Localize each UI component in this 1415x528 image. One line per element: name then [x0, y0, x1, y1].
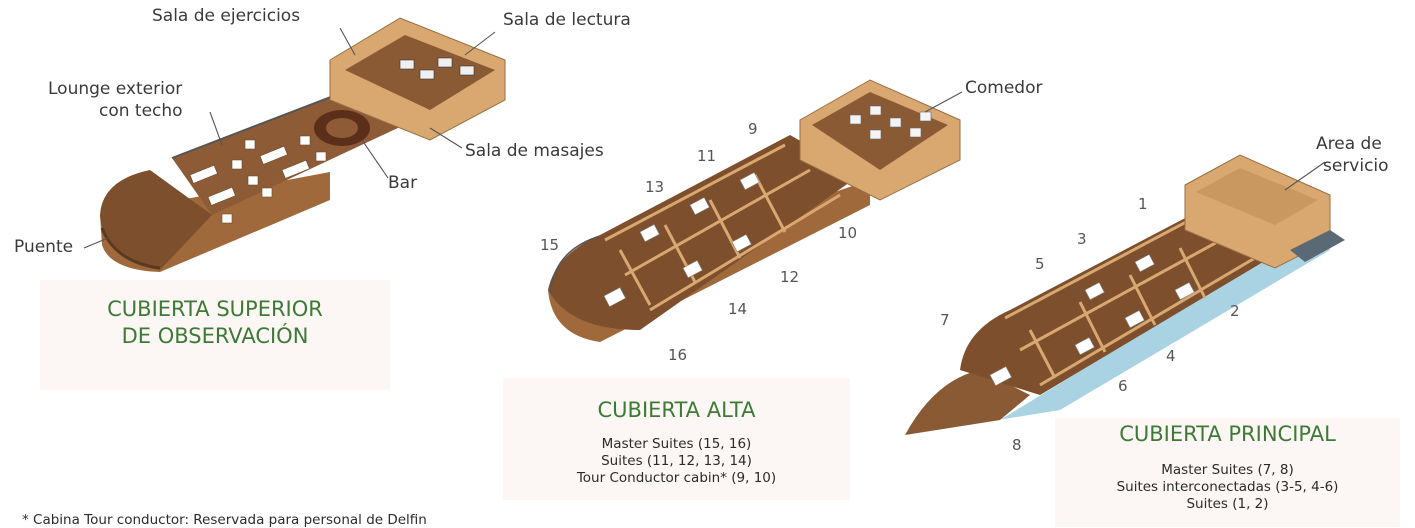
superior-deck-ship	[100, 17, 506, 272]
leader-lounge	[209, 111, 223, 146]
cabin-5: 5	[1035, 255, 1045, 273]
cabin-4: 4	[1166, 347, 1176, 365]
leader-comedor	[924, 91, 963, 113]
alta-deck-floor	[548, 135, 860, 330]
alta-title: CUBIERTA ALTA	[597, 398, 756, 422]
label-area-servicio-line2: servicio	[1323, 156, 1389, 176]
principal-deck-ship	[905, 154, 1345, 435]
cabin-12: 12	[780, 268, 800, 286]
alta-line-tour: Tour Conductor cabin* (9, 10)	[576, 470, 777, 486]
label-comedor: Comedor	[965, 78, 1043, 98]
principal-line-interconectadas: Suites interconectadas (3-5, 4-6)	[1116, 479, 1339, 495]
superior-bow-rail	[100, 227, 161, 270]
alta-beds	[603, 172, 760, 308]
cabin-10: 10	[838, 224, 858, 242]
principal-bow-floor	[905, 370, 1030, 435]
principal-stern-platform	[1290, 230, 1345, 262]
principal-deck-floor	[960, 205, 1300, 395]
cabin-13: 13	[645, 178, 665, 196]
leader-masajes	[429, 127, 463, 149]
leader-puente	[83, 237, 109, 249]
label-sala-masajes: Sala de masajes	[465, 141, 604, 161]
principal-line-suites: Suites (1, 2)	[1186, 496, 1269, 512]
cabin-6: 6	[1118, 377, 1128, 395]
cabin-8: 8	[1012, 436, 1022, 454]
principal-title: CUBIERTA PRINCIPAL	[1119, 422, 1336, 446]
principal-line-master: Master Suites (7, 8)	[1161, 462, 1294, 478]
cabin-15: 15	[540, 236, 560, 254]
alta-bow-rail	[549, 235, 601, 293]
panel-principal	[1055, 418, 1400, 527]
superior-lounge-furniture	[189, 135, 327, 224]
label-sala-lectura: Sala de lectura	[503, 10, 631, 30]
label-puente: Puente	[14, 237, 74, 257]
superior-bar-center	[326, 118, 358, 138]
cabin-16: 16	[668, 346, 688, 364]
superior-title-line1: CUBIERTA SUPERIOR	[107, 297, 323, 321]
superior-reading-furniture	[399, 57, 475, 80]
label-lounge-line1: Lounge exterior	[48, 79, 183, 99]
alta-deck-ship	[548, 79, 961, 342]
leader-lectura	[464, 31, 496, 56]
leader-bar	[361, 139, 389, 179]
label-sala-ejercicios: Sala de ejercicios	[152, 6, 301, 26]
cabin-9: 9	[748, 120, 758, 138]
leader-servicio	[1284, 161, 1326, 191]
label-area-servicio-line1: Area de	[1316, 134, 1382, 154]
leader-lines	[83, 27, 1326, 249]
cabin-2: 2	[1230, 302, 1240, 320]
superior-title-line2: DE OBSERVACIÓN	[121, 324, 309, 348]
cabin-7: 7	[940, 311, 950, 329]
label-bar: Bar	[388, 173, 418, 193]
principal-beds	[989, 254, 1195, 387]
label-lounge-line2: con techo	[99, 101, 183, 121]
cabin-3: 3	[1077, 230, 1087, 248]
cabin-14: 14	[728, 300, 748, 318]
principal-cabin-walls	[1004, 210, 1261, 387]
leader-ejercicios	[339, 27, 356, 56]
panel-superior	[40, 280, 390, 390]
superior-bow	[100, 170, 212, 270]
principal-service-floor	[1196, 168, 1318, 225]
panel-alta	[503, 378, 850, 500]
alta-dining-tables	[849, 105, 932, 140]
alta-line-master: Master Suites (15, 16)	[601, 436, 752, 452]
footnote: * Cabina Tour conductor: Reservada para …	[22, 512, 427, 528]
cabin-1: 1	[1138, 195, 1148, 213]
alta-line-suites: Suites (11, 12, 13, 14)	[601, 453, 752, 469]
cabin-11: 11	[697, 147, 717, 165]
